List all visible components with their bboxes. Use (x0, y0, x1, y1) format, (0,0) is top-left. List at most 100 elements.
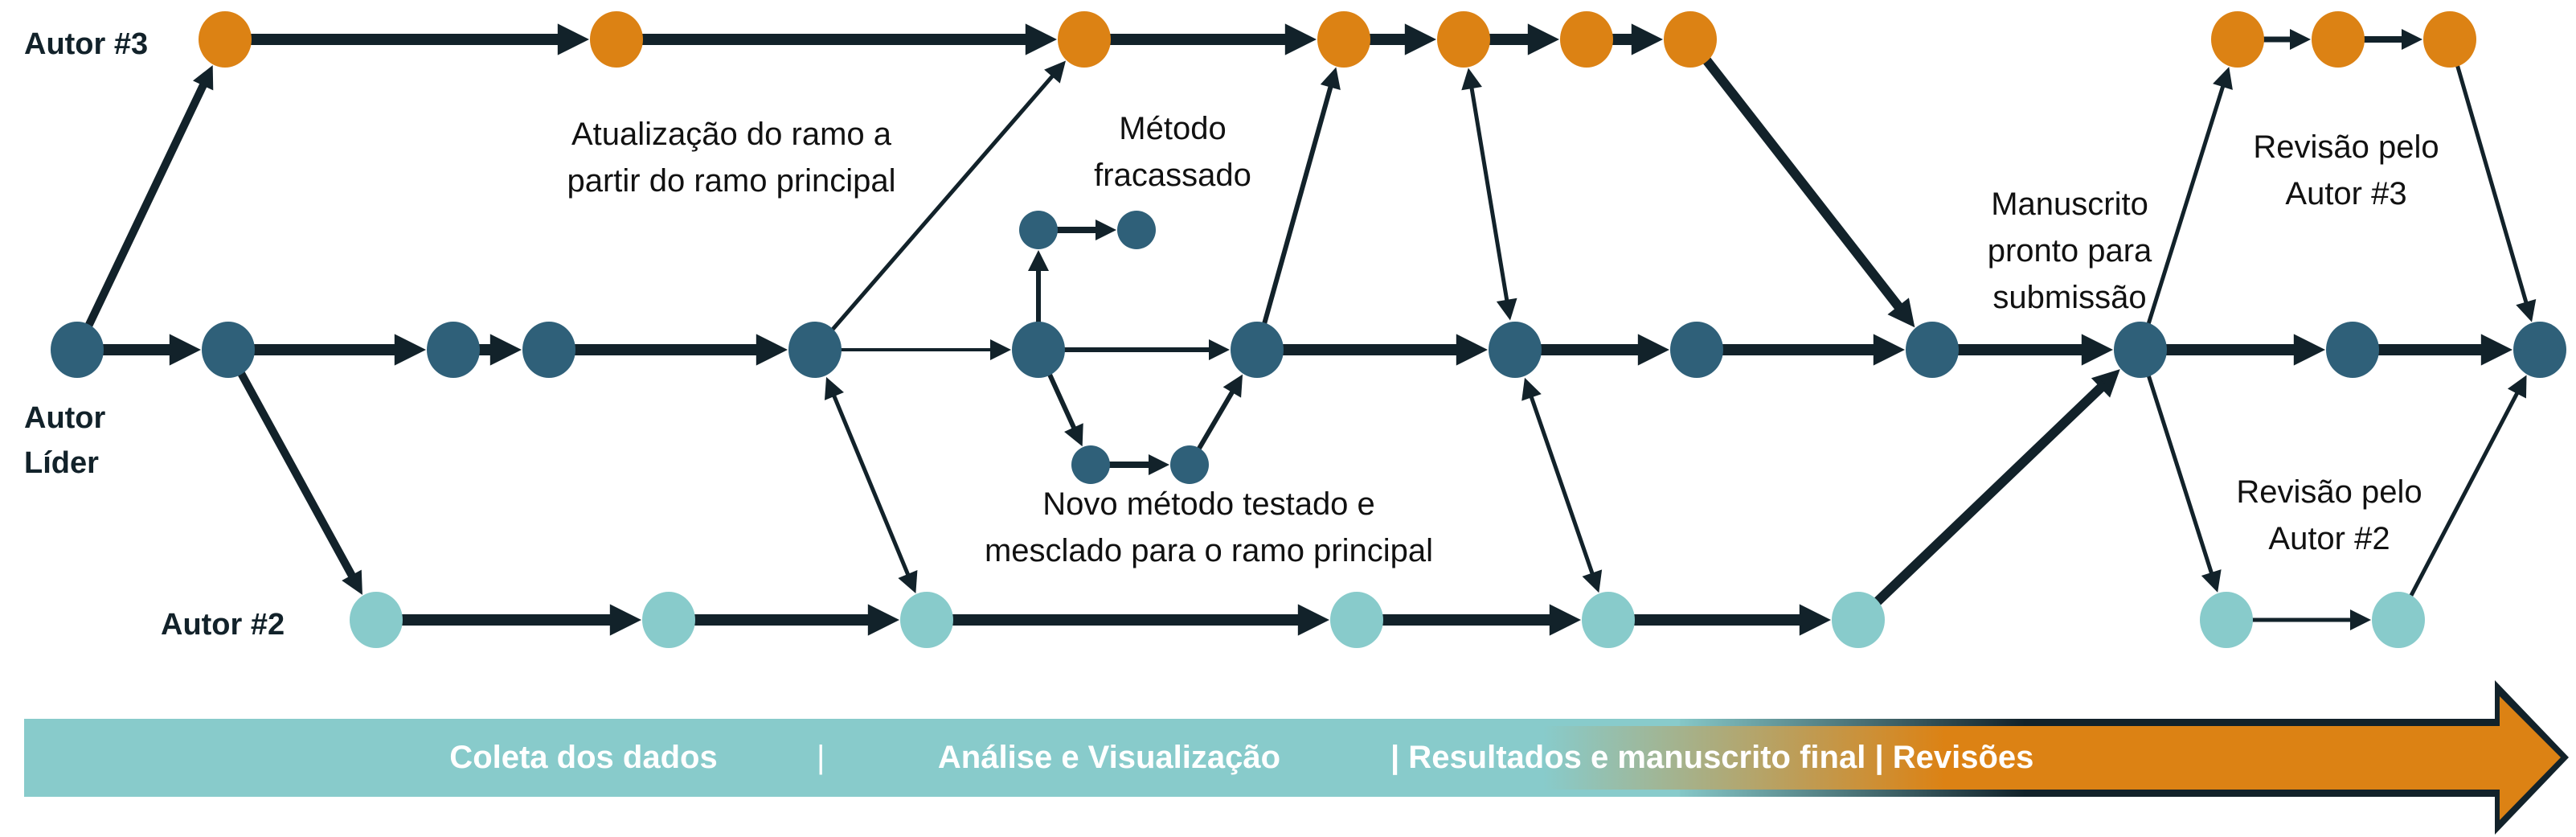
phase-separator: | (817, 740, 825, 775)
arrowhead-icon (1527, 23, 1559, 55)
phase-data-collection: Coleta dos dados (449, 740, 718, 775)
arrowhead-icon (609, 604, 641, 636)
arrowhead-icon (1064, 423, 1083, 447)
commit-arrow (2455, 62, 2529, 307)
experimental-commit-node (1071, 445, 1110, 484)
arrowhead-icon (1637, 334, 1669, 366)
author2-commit-node (2200, 592, 2253, 648)
arrowhead-icon (2290, 29, 2311, 50)
lead-author-commit-node (1906, 322, 1959, 378)
author2-commit-node (350, 592, 403, 648)
arrowhead-icon (169, 334, 201, 366)
author3-commit-node (590, 11, 643, 68)
lead-author-commit-node (427, 322, 480, 378)
lead-author-commit-node (788, 322, 842, 378)
experimental-commit-node (1019, 211, 1058, 249)
phase-analysis: Análise e Visualização (937, 740, 1281, 775)
commit-arrow (829, 72, 1057, 333)
lead-author-commit-node (2326, 322, 2379, 378)
arrowhead-icon (1149, 454, 1169, 475)
arrowhead-icon (2480, 334, 2513, 366)
arrowhead-icon (1404, 23, 1436, 55)
lead-author-commit-node (1012, 322, 1065, 378)
lead-author-label-line2: Líder (24, 446, 99, 480)
timeline-orange-band (1543, 696, 2561, 820)
author3-commit-node (1437, 11, 1490, 68)
annotation-review-author3: Revisão pelo Autor #3 (2253, 124, 2439, 217)
arrowhead-icon (898, 570, 918, 594)
author2-commit-node (1582, 592, 1635, 648)
commit-arrow (236, 369, 358, 581)
arrowhead-icon (489, 334, 522, 366)
author2-commit-node (1832, 592, 1885, 648)
arrowhead-icon (342, 569, 362, 595)
commit-arrow (1701, 55, 1906, 314)
annotation-line: Atualização do ramo a (571, 117, 891, 152)
author3-label: Autor #3 (24, 27, 149, 61)
arrowhead-icon (1799, 604, 1831, 636)
arrowhead-icon (1096, 220, 1116, 240)
author3-commit-node (1317, 11, 1370, 68)
experimental-commit-node (1117, 211, 1156, 249)
author3-commit-node (2423, 11, 2476, 68)
annotation-line: Método (1119, 111, 1227, 146)
annotation-line: mesclado para o ramo principal (984, 533, 1434, 568)
annotation-line: Autor #3 (2285, 176, 2407, 211)
annotation-line: Revisão pelo (2253, 129, 2439, 165)
arrowhead-icon (557, 23, 589, 55)
arrowhead-icon (990, 339, 1011, 360)
arrowhead-icon (1297, 604, 1329, 636)
arrowhead-icon (824, 376, 844, 400)
lead-author-commit-node (2513, 322, 2566, 378)
author3-commit-node (2312, 11, 2365, 68)
arrowhead-icon (2350, 609, 2371, 630)
arrowhead-icon (2516, 298, 2537, 322)
arrowhead-icon (2213, 67, 2233, 90)
lead-author-commit-node (2114, 322, 2167, 378)
arrowhead-icon (2091, 369, 2120, 398)
arrowhead-icon (1028, 250, 1049, 271)
annotation-line: Revisão pelo (2236, 474, 2422, 510)
commit-arrow (1195, 387, 1237, 453)
author2-commit-node (642, 592, 695, 648)
arrowhead-icon (2201, 569, 2222, 593)
author3-commit-node (1664, 11, 1717, 68)
lead-author-commit-node (1489, 322, 1542, 378)
annotation-line: fracassado (1094, 158, 1251, 193)
experimental-commit-node (1170, 445, 1209, 484)
arrowhead-icon (2507, 375, 2527, 399)
arrowhead-icon (394, 334, 426, 366)
annotation-line: Novo método testado e (1042, 486, 1375, 522)
author3-commit-node (1560, 11, 1613, 68)
arrowhead-icon (1887, 297, 1915, 328)
author2-commit-node (1330, 592, 1383, 648)
arrowhead-icon (1873, 334, 1905, 366)
arrowhead-icon (1209, 339, 1230, 360)
commit-arrow (1872, 380, 2108, 607)
arrowhead-icon (1222, 374, 1243, 398)
annotation-review-author2: Revisão pelo Autor #2 (2236, 469, 2422, 562)
merge-connector (1468, 84, 1510, 305)
annotation-line: Autor #2 (2268, 521, 2390, 556)
lead-author-commit-node (1670, 322, 1723, 378)
annotation-failed-method: Método fracassado (1094, 105, 1251, 199)
author2-commit-node (2372, 592, 2425, 648)
arrowhead-icon (1521, 377, 1542, 401)
annotation-new-method: Novo método testado e mesclado para o ra… (985, 481, 1433, 574)
commit-arrow (1046, 371, 1078, 433)
annotation-line: submissão (1992, 280, 2147, 315)
arrowhead-icon (1456, 334, 1488, 366)
lead-author-commit-node (202, 322, 255, 378)
lead-author-commit-node (1231, 322, 1284, 378)
lead-author-commit-node (522, 322, 575, 378)
commit-arrow (2407, 388, 2521, 600)
author3-commit-node (2211, 11, 2264, 68)
commit-arrow (2145, 372, 2215, 577)
phase-results-revisions: | Resultados e manuscrito final | Revisõ… (1390, 740, 2034, 775)
annotation-line: partir do ramo principal (567, 163, 896, 199)
arrowhead-icon (1496, 297, 1517, 321)
author3-commit-node (1058, 11, 1111, 68)
arrowhead-icon (1582, 569, 1603, 593)
author3-commit-node (199, 11, 252, 68)
